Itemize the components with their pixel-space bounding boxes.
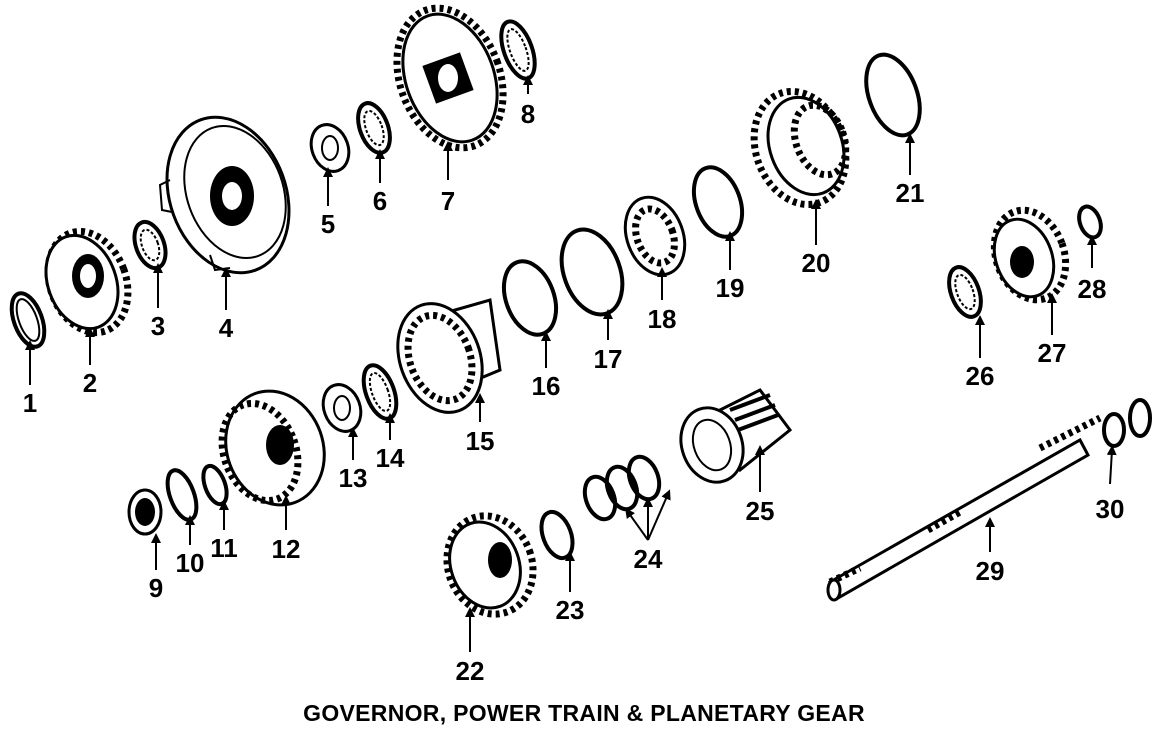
callout-5: 5 <box>321 209 335 239</box>
callout-8: 8 <box>521 99 535 129</box>
callout-30: 30 <box>1096 494 1125 524</box>
part-12-planetary-carrier <box>218 389 326 507</box>
part-13-tab-washer <box>321 383 363 433</box>
leader-lines <box>25 75 1117 652</box>
part-6-thrust-bearing <box>356 101 392 155</box>
part-23-snap-ring <box>539 509 575 561</box>
part-4-carrier-housing <box>158 115 291 275</box>
callout-3: 3 <box>151 311 165 341</box>
callout-22: 22 <box>456 656 485 686</box>
part-2-gear <box>44 227 132 337</box>
callout-29: 29 <box>976 556 1005 586</box>
callout-18: 18 <box>648 304 677 334</box>
part-10-thrust-washer <box>165 468 199 522</box>
callout-25: 25 <box>746 496 775 526</box>
part-7-drive-sprocket <box>393 4 507 152</box>
callout-1: 1 <box>23 388 37 418</box>
part-8-thrust-bearing <box>499 19 537 81</box>
part-1-snap-ring <box>9 291 47 349</box>
callout-11: 11 <box>210 533 238 563</box>
callout-20: 20 <box>802 248 831 278</box>
part-30-snap-rings <box>1102 398 1152 448</box>
callout-7: 7 <box>441 186 455 216</box>
callout-15: 15 <box>466 426 495 456</box>
part-21-snap-ring <box>864 52 922 138</box>
callout-14: 14 <box>376 443 405 473</box>
part-26-thrust-bearing <box>947 265 983 319</box>
part-20-clutch-hub <box>750 87 850 209</box>
part-14-thrust-bearing <box>361 363 399 421</box>
callout-24: 24 <box>634 544 663 574</box>
callout-28: 28 <box>1078 274 1107 304</box>
part-15-ring-gear-drum <box>396 298 502 414</box>
callout-10: 10 <box>176 548 205 578</box>
part-9-bearing <box>127 488 163 536</box>
callout-27: 27 <box>1038 338 1067 368</box>
part-25-governor <box>679 388 793 484</box>
diagram-caption: GOVERNOR, POWER TRAIN & PLANETARY GEAR <box>303 700 865 726</box>
part-19-snap-ring <box>691 165 745 239</box>
callout-2: 2 <box>83 368 97 398</box>
callout-13: 13 <box>339 463 368 493</box>
part-3-thrust-bearing <box>132 219 168 271</box>
part-18-needle-bearing <box>623 195 687 277</box>
callout-16: 16 <box>532 371 561 401</box>
callout-26: 26 <box>966 361 995 391</box>
part-27-gear <box>990 206 1070 304</box>
part-22-sun-gear <box>443 512 537 618</box>
callout-17: 17 <box>594 344 623 374</box>
part-24-seal-rings <box>582 454 662 522</box>
callout-12: 12 <box>272 534 301 564</box>
callout-23: 23 <box>556 595 585 625</box>
callout-labels: 1 2 3 4 5 6 7 8 9 10 11 12 13 14 15 16 1… <box>23 99 1125 686</box>
part-5-tab-washer <box>309 123 351 173</box>
callout-9: 9 <box>149 573 163 603</box>
part-17-seal-ring <box>559 227 625 317</box>
callout-4: 4 <box>219 313 234 343</box>
part-28-snap-ring <box>1077 204 1103 240</box>
callout-6: 6 <box>373 186 387 216</box>
callout-21: 21 <box>896 178 925 208</box>
part-29-output-shaft <box>826 414 1102 602</box>
part-16-seal-ring <box>501 259 559 337</box>
callout-19: 19 <box>716 273 745 303</box>
